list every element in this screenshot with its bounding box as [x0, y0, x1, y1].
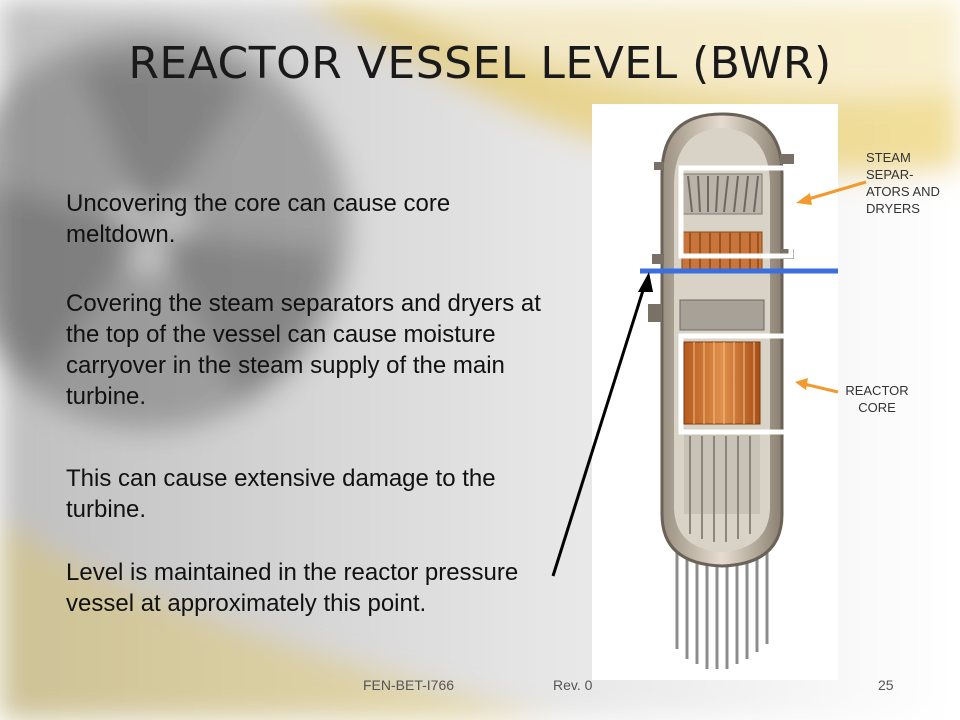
slide-title: REACTOR VESSEL LEVEL (BWR)	[128, 38, 832, 89]
paragraph-level-maintained: Level is maintained in the reactor press…	[66, 559, 519, 617]
reactor-vessel-illustration	[592, 104, 838, 680]
footer-revision: Rev. 0	[553, 677, 593, 693]
footer-page-number: 25	[878, 677, 894, 693]
reactor-core-leader	[795, 378, 839, 394]
paragraph-core-meltdown: Uncovering the core can cause core meltd…	[66, 190, 451, 248]
steam-separator-leader	[796, 180, 867, 205]
level-pointer-arrow	[551, 272, 653, 577]
callout-reactor-core: REACTOR CORE	[845, 383, 909, 415]
footer-doc-id: FEN-BET-I766	[363, 677, 455, 693]
paragraph-turbine-damage: This can cause extensive damage to the t…	[66, 465, 496, 523]
paragraph-moisture-carryover: Covering the steam separators and dryers…	[66, 290, 541, 410]
callout-steam-separators: STEAM SEPAR- ATORS AND DRYERS	[866, 150, 940, 216]
